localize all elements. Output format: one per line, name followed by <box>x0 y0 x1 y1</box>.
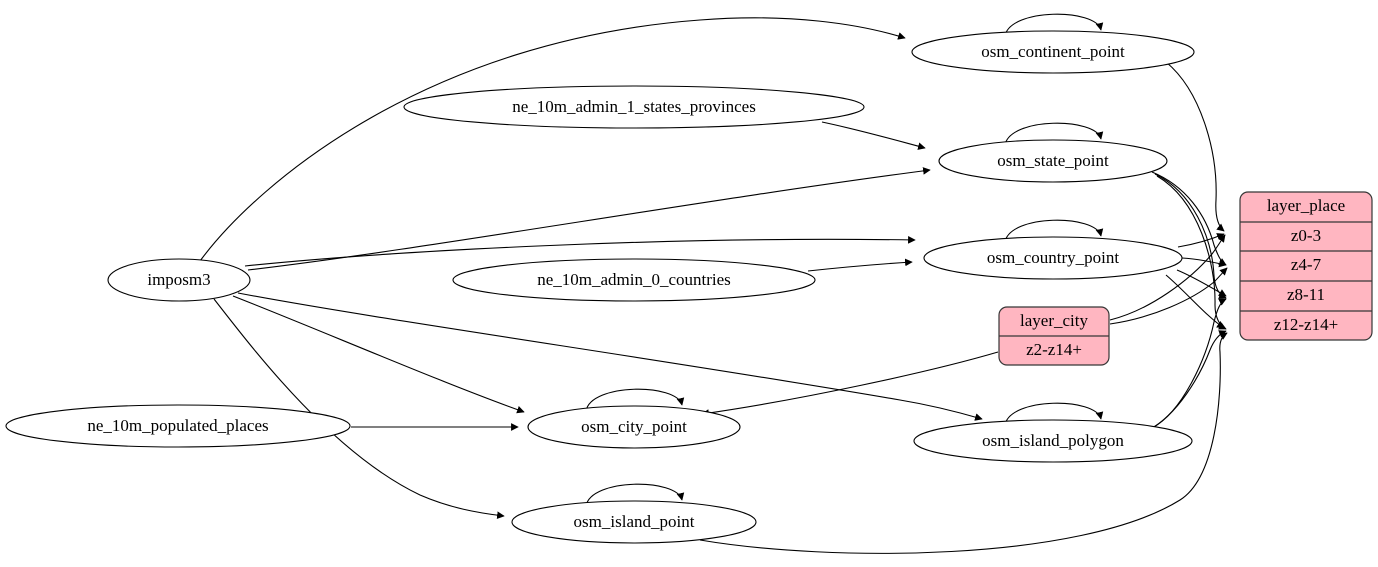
record-row-layer_place-header: layer_place <box>1267 196 1345 215</box>
edge-imposm3-to-osm_city_point <box>232 295 525 414</box>
node-imposm3[interactable]: imposm3 <box>107 258 251 302</box>
edge-osm_island_polygon-to-layer_place-z8-11 <box>1151 298 1227 429</box>
node-label-osm_country_point: osm_country_point <box>987 248 1119 267</box>
node-layer_city[interactable]: layer_city z2-z14+ <box>998 306 1110 366</box>
node-ne_10m_admin_1_states_provinces[interactable]: ne_10m_admin_1_states_provinces <box>403 85 865 129</box>
record-nodes-layer: layer_place z0-3 z4-7 z8-11 z12-z14+ lay… <box>998 191 1373 366</box>
node-osm_country_point[interactable]: osm_country_point <box>923 236 1183 280</box>
edge-self-osm_country_point <box>1004 219 1104 243</box>
node-osm_city_point[interactable]: osm_city_point <box>527 405 741 449</box>
edge-osm_country_point-to-layer_place-z8-11 <box>1176 269 1227 297</box>
record-row-layer_place-z12-z14plus[interactable]: z12-z14+ <box>1274 315 1338 334</box>
record-row-layer_place-z0-3[interactable]: z0-3 <box>1291 226 1321 245</box>
node-label-osm_state_point: osm_state_point <box>997 151 1109 170</box>
edge-imposm3-to-osm_state_point <box>247 167 931 271</box>
edge-osm_country_point-to-layer_place-z4-7 <box>1181 257 1227 268</box>
node-label-ne_10m_populated_places: ne_10m_populated_places <box>87 416 268 435</box>
node-ne_10m_populated_places[interactable]: ne_10m_populated_places <box>5 404 351 448</box>
record-row-layer_place-z4-7[interactable]: z4-7 <box>1291 255 1322 274</box>
edge-ne_10m_admin_1_states_provinces-to-osm_state_point <box>821 121 926 150</box>
node-label-osm_city_point: osm_city_point <box>581 417 687 436</box>
edge-layer_city-to-layer_place-z0-3 <box>1109 234 1226 321</box>
edge-osm_island_polygon-to-layer_place-z12-z14+ <box>1148 330 1227 431</box>
edge-imposm3-to-osm_island_polygon <box>237 292 983 421</box>
node-osm_island_point[interactable]: osm_island_point <box>511 500 757 544</box>
edge-osm_island_point-to-layer_place-z12-z14+ <box>699 332 1228 554</box>
node-label-ne_10m_admin_0_countries: ne_10m_admin_0_countries <box>537 270 731 289</box>
edge-osm_country_point-to-layer_place-z12-z14+ <box>1165 274 1225 329</box>
record-row-layer_city-header: layer_city <box>1020 311 1088 330</box>
node-layer_place[interactable]: layer_place z0-3 z4-7 z8-11 z12-z14+ <box>1239 191 1373 341</box>
node-label-ne_10m_admin_1_states_provinces: ne_10m_admin_1_states_provinces <box>512 97 756 116</box>
node-label-osm_island_polygon: osm_island_polygon <box>982 431 1124 450</box>
node-osm_state_point[interactable]: osm_state_point <box>938 139 1168 183</box>
node-label-osm_continent_point: osm_continent_point <box>981 42 1125 61</box>
edge-osm_country_point-to-layer_place-z0-3 <box>1177 233 1225 248</box>
edge-self-osm_state_point <box>1004 122 1104 146</box>
edge-self-osm_island_polygon <box>1004 402 1104 426</box>
edge-imposm3-to-osm_island_point <box>213 298 505 520</box>
node-osm_continent_point[interactable]: osm_continent_point <box>911 30 1195 74</box>
edge-layer_city-to-osm_city_point <box>701 351 999 417</box>
record-row-layer_place-z8-11[interactable]: z8-11 <box>1287 285 1325 304</box>
edge-osm_state_point-to-layer_place-z8-11 <box>1154 173 1227 299</box>
node-label-imposm3: imposm3 <box>147 270 210 289</box>
edge-self-osm_continent_point <box>1004 13 1104 37</box>
edge-self-osm_city_point <box>585 388 685 412</box>
node-ne_10m_admin_0_countries[interactable]: ne_10m_admin_0_countries <box>452 258 816 302</box>
edge-ne_10m_admin_0_countries-to-osm_country_point <box>807 258 913 272</box>
edge-layer_city-to-layer_place-z4-7 <box>1109 267 1228 325</box>
edges-layer <box>199 13 1228 554</box>
node-osm_island_polygon[interactable]: osm_island_polygon <box>913 419 1193 463</box>
record-row-layer_city-z2-z14plus[interactable]: z2-z14+ <box>1026 340 1082 359</box>
ellipse-nodes-layer: imposm3 osm_continent_point ne_10m_admin… <box>5 30 1195 544</box>
edge-imposm3-to-osm_continent_point <box>199 17 906 262</box>
edge-osm_continent_point-to-layer_place-z0-3 <box>1165 61 1225 232</box>
edge-imposm3-to-osm_country_point <box>244 236 916 267</box>
node-label-osm_island_point: osm_island_point <box>574 512 695 531</box>
edge-self-osm_island_point <box>585 483 685 507</box>
